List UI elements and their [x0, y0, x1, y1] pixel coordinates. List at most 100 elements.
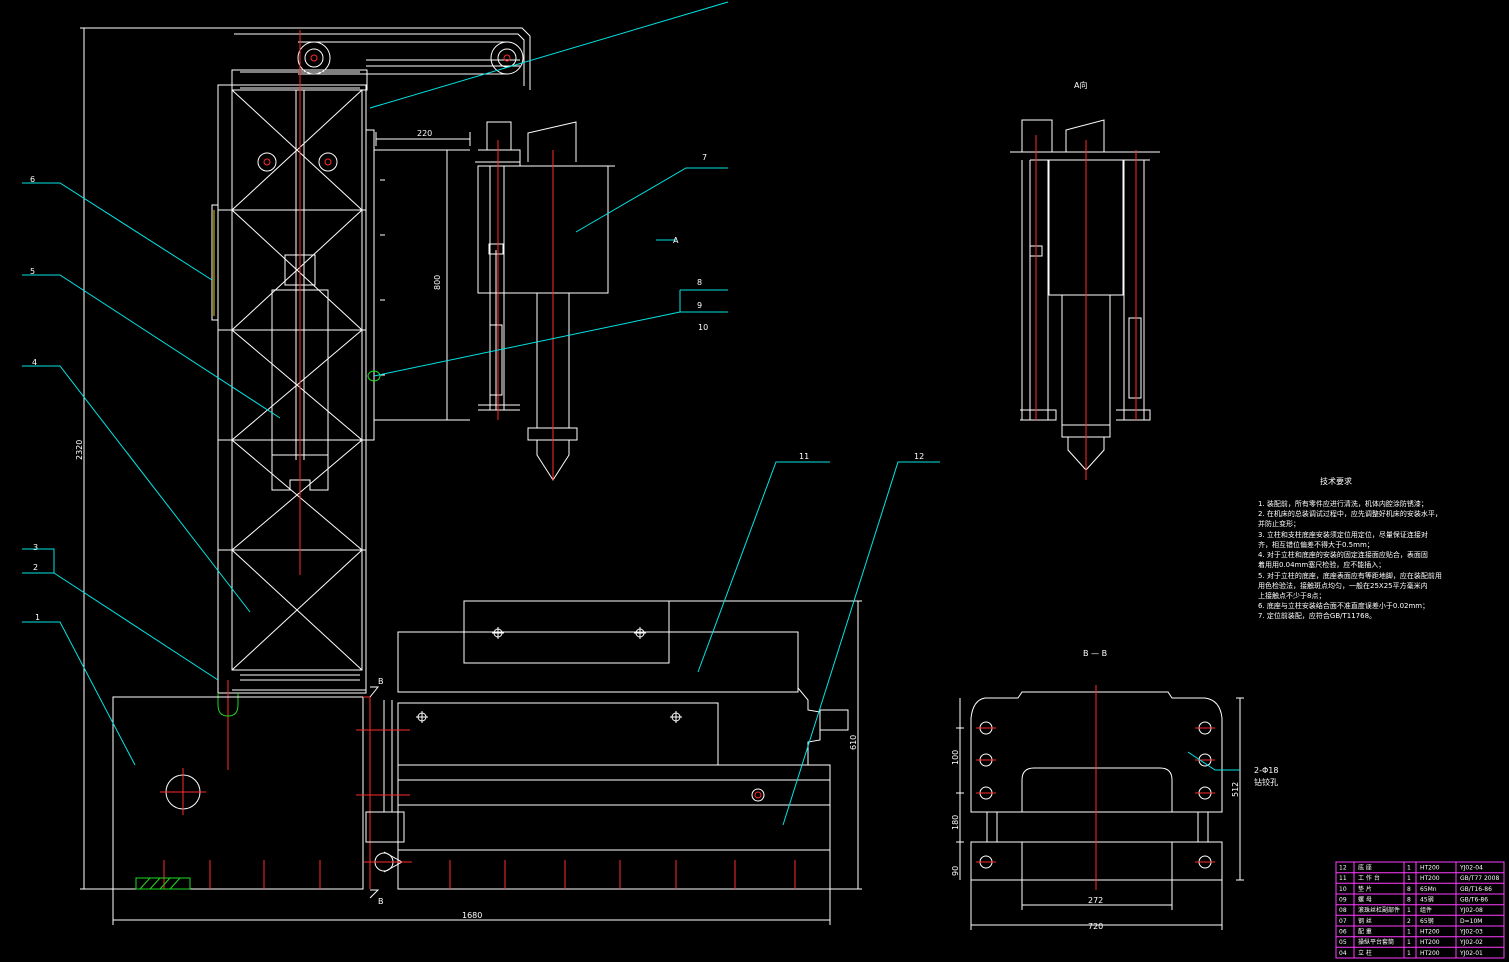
balloon-5: 5	[30, 267, 35, 276]
bom-cell-mat: HT200	[1420, 875, 1440, 882]
bom-cell-no: 11	[1339, 875, 1347, 882]
bom-cell-mat: HT200	[1420, 865, 1440, 872]
bom-cell-mat: HT200	[1420, 929, 1440, 936]
dim-512: 512	[1231, 782, 1240, 797]
leader-lines	[22, 1, 940, 826]
column-frame	[211, 27, 531, 770]
bom-cell-std: YJ02-08	[1459, 907, 1483, 914]
dim-1680: 1680	[462, 911, 482, 920]
balloon-9: 9	[697, 301, 702, 310]
dim-720: 720	[1088, 922, 1103, 931]
note-line: 着用用0.04mm塞尺检验，应不能插入；	[1258, 560, 1385, 569]
bom-cell-name: 滚珠丝杠副部件	[1358, 906, 1400, 914]
spindle-head	[446, 121, 615, 481]
bom-cell-qty: 1	[1407, 950, 1411, 957]
technical-requirements: 技术要求 1. 装配前，所有零件应进行清洗，机体内腔涂防锈漆； 2. 在机床的总…	[1258, 476, 1442, 620]
bom-cell-no: 08	[1339, 907, 1347, 914]
view-a	[1010, 119, 1160, 480]
dim-100: 100	[951, 750, 960, 765]
bom-cell-name: 钢 丝	[1358, 917, 1372, 925]
bom-cell-no: 06	[1339, 929, 1347, 936]
section-mark-bottom: B	[378, 897, 384, 906]
bom-cell-mat: 65Mn	[1420, 886, 1437, 893]
bom-cell-no: 09	[1339, 897, 1347, 904]
bom-cell-qty: 1	[1407, 875, 1411, 882]
bom-cell-qty: 8	[1407, 886, 1411, 893]
bom-cell-name: 底 座	[1358, 864, 1372, 872]
note-line: 2. 在机床的总装调试过程中，应先调整好机床的安装水平，	[1258, 509, 1442, 518]
hole-callout-note: 钻铰孔	[1254, 777, 1278, 787]
dim-height: 2320	[75, 440, 84, 460]
note-line: 3. 立柱和支柱底座安装须定位用定位，尽量保证连接对	[1258, 530, 1428, 539]
bom-cell-name: 操纵平台套筒	[1358, 938, 1394, 946]
dim-180: 180	[951, 815, 960, 830]
bom-cell-no: 04	[1339, 950, 1347, 957]
bom-cell-no: 05	[1339, 939, 1347, 946]
bom-cell-std: GB/T16-86	[1460, 886, 1492, 893]
view-a-arrow: A	[673, 236, 679, 245]
bom-cell-qty: 2	[1407, 918, 1411, 925]
balloon-2: 2	[33, 563, 38, 572]
bom-cell-qty: 1	[1407, 939, 1411, 946]
balloon-1: 1	[35, 613, 40, 622]
bom-cell-mat: HT200	[1420, 950, 1440, 957]
bom-cell-mat: HT200	[1420, 939, 1440, 946]
bom-cell-name: 配 重	[1358, 928, 1372, 936]
hole-callout: 2-Φ18	[1254, 766, 1278, 775]
notes-title: 技术要求	[1320, 476, 1352, 486]
dim-90: 90	[951, 866, 960, 876]
bom-cell-qty: 1	[1407, 907, 1411, 914]
bom-cell-qty: 8	[1407, 897, 1411, 904]
bom-cell-qty: 1	[1407, 865, 1411, 872]
bom-cell-no: 07	[1339, 918, 1347, 925]
bom-cell-std: GB/T6-86	[1460, 897, 1488, 904]
balloon-12: 12	[914, 452, 924, 461]
bom-cell-name: 螺 母	[1358, 896, 1372, 904]
dim-272: 272	[1088, 896, 1103, 905]
dim-800: 800	[433, 275, 442, 290]
note-line: 6. 底座与立柱安装结合面不准直度误差小于0.02mm；	[1258, 601, 1429, 610]
note-line: 上接触点不少于8点；	[1258, 591, 1325, 600]
view-labels: A向 A B — B B B	[378, 80, 1107, 906]
note-line: 齐，相互错位偏差不得大于0.5mm；	[1258, 540, 1374, 549]
note-line: 5. 对于立柱的底座，底座表面应有等距地脚，应在装配前用	[1258, 571, 1442, 580]
section-mark-top: B	[378, 677, 384, 686]
note-line: 用色检验法，接触斑点均匀，一般在25X25平方毫米内	[1258, 581, 1428, 590]
dim-610: 610	[849, 735, 858, 750]
bom-cell-name: 工 作 台	[1358, 874, 1380, 882]
balloon-10: 10	[698, 323, 708, 332]
section-bb	[956, 685, 1244, 930]
balloon-8: 8	[697, 278, 702, 287]
note-line: 7. 定位前装配，应符合GB/T11768。	[1258, 611, 1376, 620]
bom-cell-std: YJ02-01	[1459, 950, 1483, 957]
dim-220: 220	[417, 129, 432, 138]
main-dimensions	[80, 27, 862, 925]
section-bb-label: B — B	[1083, 649, 1107, 658]
balloon-labels: 6 5 4 3 2 1 7 8 9 10 11 12	[30, 153, 924, 622]
bom-cell-qty: 1	[1407, 929, 1411, 936]
bom-cell-mat: 组件	[1420, 906, 1432, 914]
bom-cell-std: YJ02-02	[1459, 939, 1483, 946]
note-line: 4. 对于立柱和底座的安装的固定连接面应贴合，表面固	[1258, 550, 1428, 559]
view-a-label: A向	[1074, 80, 1087, 90]
note-line: 并防止变形；	[1258, 519, 1300, 528]
base-and-table	[112, 600, 849, 899]
bom-cell-std: GB/T77 2008	[1460, 875, 1499, 882]
dimension-texts: 220 800 2320 1680 610 100 180 90 272 720…	[75, 129, 1278, 931]
bom-cell-mat: 45钢	[1420, 896, 1434, 904]
bom-cell-mat: 65钢	[1420, 917, 1434, 925]
balloon-3: 3	[33, 543, 38, 552]
balloon-4: 4	[32, 358, 37, 367]
bom-cell-std: D=10M	[1460, 918, 1482, 925]
bom-frame	[1335, 861, 1505, 959]
balloon-7: 7	[702, 153, 707, 162]
balloon-11: 11	[799, 452, 809, 461]
bom-cell-no: 10	[1339, 886, 1347, 893]
bom-cell-name: 立 柱	[1358, 949, 1372, 957]
bom-cell-no: 12	[1339, 865, 1347, 872]
balloon-6: 6	[30, 175, 35, 184]
bom-cell-name: 垫 片	[1358, 885, 1372, 893]
bom-cell-std: YJ02-03	[1459, 929, 1483, 936]
